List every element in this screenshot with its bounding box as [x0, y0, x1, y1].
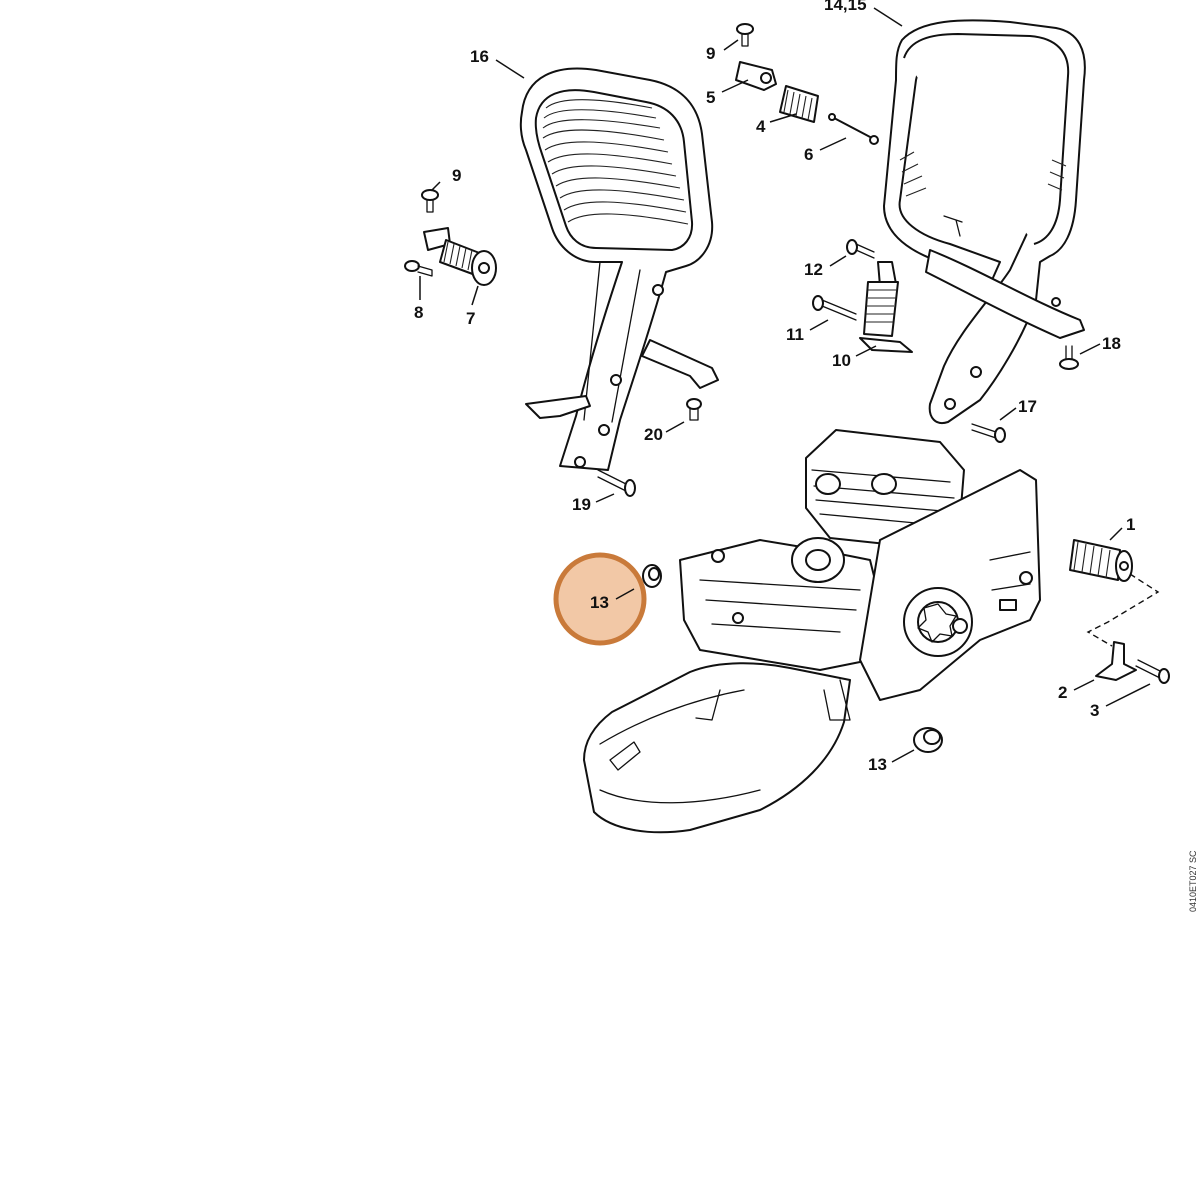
label-18: 18: [1102, 334, 1121, 353]
screw-part-9-top[interactable]: [736, 23, 754, 47]
screw-part-20[interactable]: [686, 398, 702, 421]
screw-part-18[interactable]: [1059, 345, 1079, 370]
label-9-top: 9: [706, 44, 715, 63]
label-8: 8: [414, 303, 423, 322]
label-9-left: 9: [452, 166, 461, 185]
rear-handle-part-14-15[interactable]: [883, 19, 1086, 424]
leader-lines: [419, 7, 1151, 763]
label-3: 3: [1090, 701, 1099, 720]
label-17: 17: [1018, 397, 1037, 416]
annular-buffer-part-7[interactable]: [423, 227, 497, 286]
front-handle-part-16[interactable]: [519, 67, 719, 471]
plug-part-13-upper[interactable]: [642, 564, 662, 588]
label-12: 12: [804, 260, 823, 279]
buffer-spring-part-4[interactable]: [779, 85, 819, 123]
screw-part-12[interactable]: [846, 239, 875, 259]
label-2: 2: [1058, 683, 1067, 702]
screw-part-17[interactable]: [971, 423, 1006, 443]
label-7: 7: [466, 309, 475, 328]
annular-buffer-part-10[interactable]: [859, 261, 913, 353]
label-20: 20: [644, 425, 663, 444]
screw-part-8[interactable]: [404, 260, 433, 277]
drawing-code: 0410ET027 SC: [1188, 850, 1198, 912]
chainsaw-housing: [583, 429, 1041, 834]
label-13: 13: [868, 755, 887, 774]
label-10: 10: [832, 351, 851, 370]
screw-part-19[interactable]: [597, 469, 636, 497]
annular-buffer-part-1[interactable]: [1069, 539, 1133, 582]
label-19: 19: [572, 495, 591, 514]
label-4: 4: [756, 117, 766, 136]
highlight-label-13: 13: [590, 593, 609, 612]
label-6: 6: [804, 145, 813, 164]
screw-part-11[interactable]: [812, 295, 857, 321]
pin-part-6[interactable]: [828, 113, 879, 145]
plug-part-13-lower[interactable]: [913, 727, 943, 753]
screw-part-3[interactable]: [1135, 659, 1170, 684]
catcher-part-2[interactable]: [1095, 641, 1137, 681]
buffer-part-5[interactable]: [735, 61, 777, 91]
label-1: 1: [1126, 515, 1135, 534]
callout-labels: 1 2 3 4 5 6 7 8 9 9 10 11 12 13 14,15 16…: [414, 0, 1135, 774]
label-16: 16: [470, 47, 489, 66]
screw-part-9-left[interactable]: [421, 189, 439, 213]
assembly-guide-line: [1086, 573, 1160, 647]
label-5: 5: [706, 88, 715, 107]
highlight-marker[interactable]: [553, 552, 647, 646]
label-14-15: 14,15: [824, 0, 867, 14]
label-11: 11: [786, 325, 804, 344]
